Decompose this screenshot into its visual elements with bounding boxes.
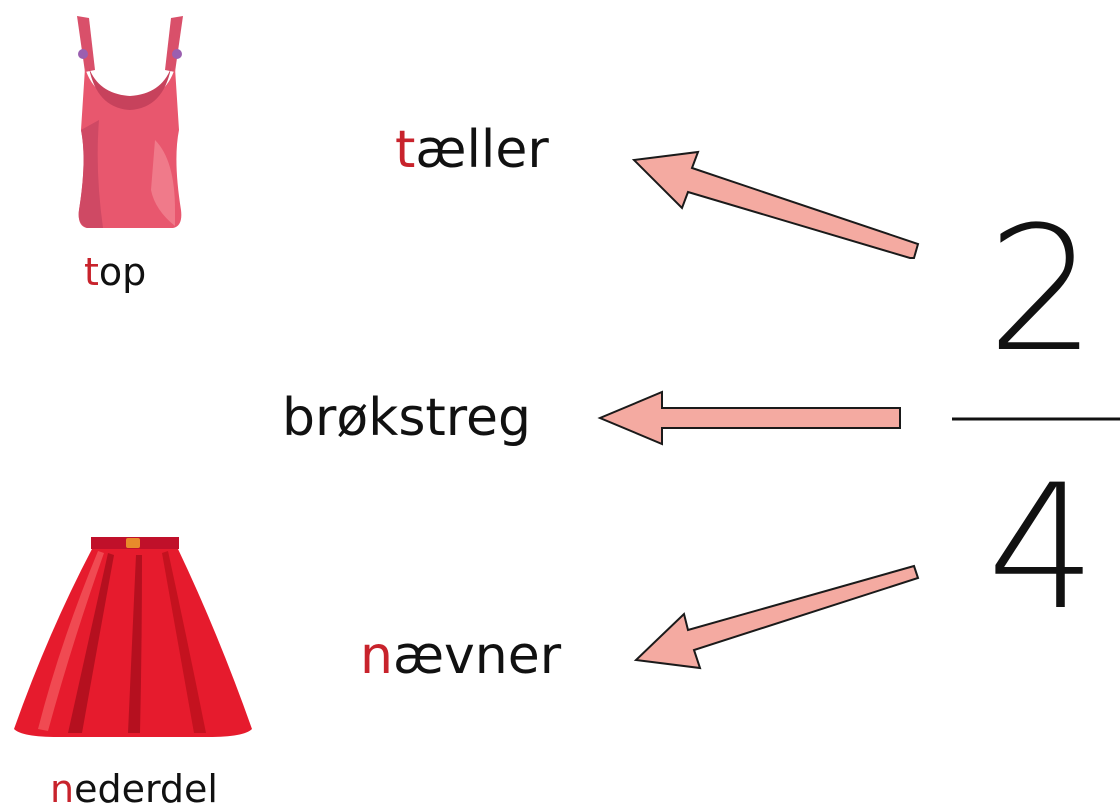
skirt-icon	[14, 537, 252, 737]
fraction-bar-arrow	[597, 390, 901, 446]
numerator-term-rest: æller	[415, 120, 549, 180]
denominator-term-rest: ævner	[392, 626, 562, 686]
top-caption: top	[84, 253, 146, 291]
numerator-arrow	[631, 150, 920, 259]
denominator-digit: 4	[987, 447, 1097, 648]
tank-top-icon	[77, 16, 183, 228]
tank-top-image	[55, 10, 205, 250]
top-caption-rest: op	[98, 250, 147, 294]
skirt-caption-rest: ederdel	[74, 767, 218, 811]
numerator-term: tæller	[395, 124, 549, 176]
numerator-term-initial: t	[395, 120, 416, 180]
skirt-caption-initial: n	[50, 767, 75, 811]
numerator-digit: 2	[987, 189, 1097, 390]
top-caption-initial: t	[84, 250, 99, 294]
denominator-arrow	[633, 564, 920, 670]
denominator-term: nævner	[360, 630, 561, 682]
fraction-bar-term: brøkstreg	[282, 388, 532, 448]
skirt-caption: nederdel	[50, 770, 218, 808]
denominator-term-initial: n	[360, 626, 393, 686]
skirt-image	[8, 533, 258, 743]
